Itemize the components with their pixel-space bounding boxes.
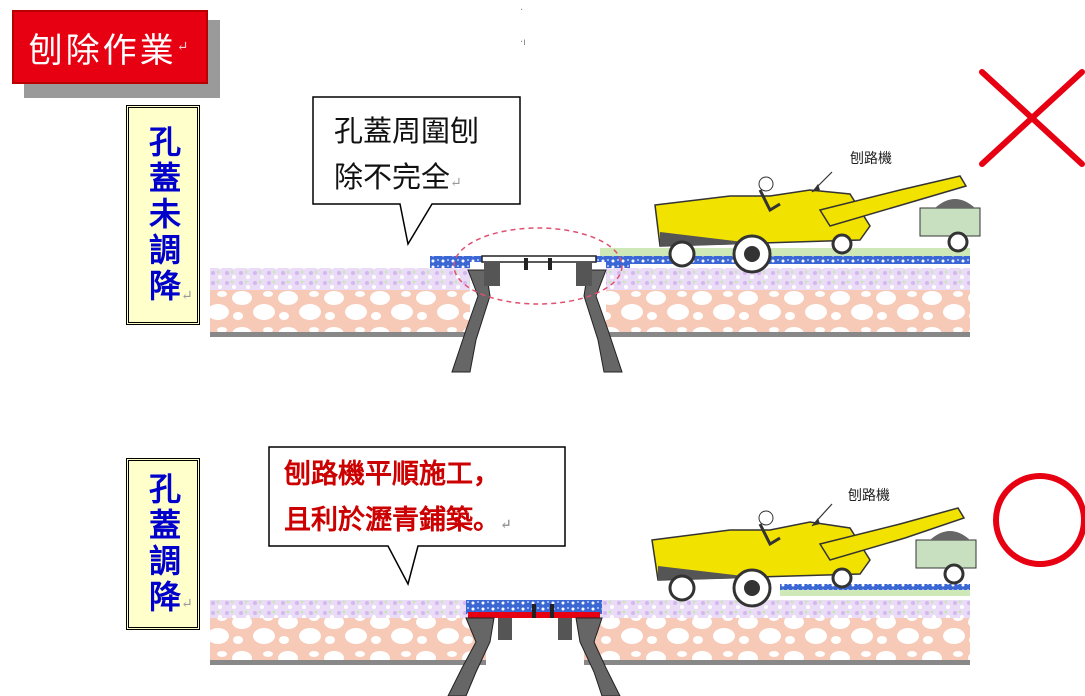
stray-mark: · (520, 5, 524, 16)
title-text: 刨除作業 (28, 30, 177, 71)
bottom-road-section (210, 584, 970, 696)
label-lowered: 孔蓋調降↵ (126, 458, 200, 630)
paragraph-mark: ↵ (181, 288, 193, 304)
callout-bottom-text: 刨路機平順施工， 且利於瀝青鋪築。↵ (284, 459, 512, 536)
callout-bottom: 刨路機平順施工， 且利於瀝青鋪築。↵ (268, 446, 568, 586)
label-lowered-text: 孔蓋調降 (144, 472, 182, 616)
milling-machine-label-bottom: 刨路機 (848, 488, 890, 504)
callout-top-text: 孔蓋周圍刨 除不完全↵ (334, 114, 480, 194)
paragraph-mark: ↵ (181, 596, 193, 612)
stray-mark: ·ı (520, 37, 526, 48)
label-not-lowered: 孔蓋未調降↵ (126, 105, 200, 325)
paragraph-mark: ↵ (176, 39, 192, 55)
milling-machine-bottom (651, 503, 977, 608)
callout-top-bubble (312, 96, 521, 246)
callout-top: 孔蓋周圍刨 除不完全↵ (312, 96, 522, 246)
circle-mark-icon (993, 473, 1085, 567)
cross-mark-icon (979, 69, 1085, 167)
callout-bottom-bubble (268, 446, 566, 586)
milling-machine-top (654, 171, 981, 274)
label-not-lowered-text: 孔蓋未調降 (144, 125, 182, 305)
milling-machine-label-top: 刨路機 (850, 151, 892, 167)
top-road-section (210, 227, 970, 373)
section-title: 刨除作業↵ (12, 10, 208, 84)
